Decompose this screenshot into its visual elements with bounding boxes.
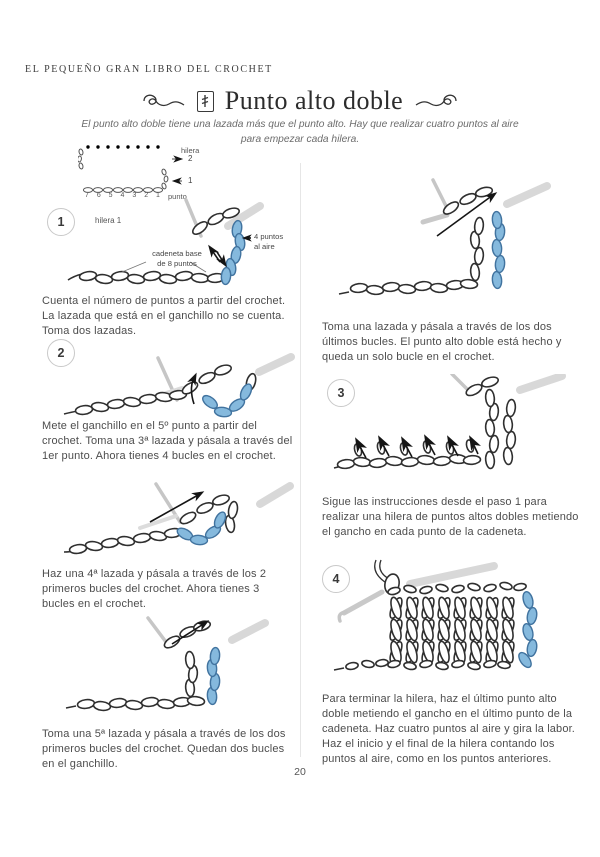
step-1-caption: hilera 1	[95, 216, 122, 225]
step-4-badge: 4	[322, 565, 350, 593]
yarn-loops	[177, 492, 240, 534]
step-3-badge: 3	[327, 379, 355, 407]
insert-arrows	[350, 431, 481, 459]
step-2b-text: Haz una 4ª lazada y pásala a través de l…	[42, 568, 267, 610]
chapter-title-row: Punto alto doble	[0, 85, 600, 117]
foundation-chain	[65, 695, 206, 713]
diagram-row2-number: 2	[188, 154, 193, 163]
crochet-hook	[138, 482, 294, 530]
step-4-illustration	[333, 559, 539, 672]
label-leader-lines	[121, 261, 207, 273]
flourish-left-ornament	[143, 94, 185, 107]
blue-stitches	[490, 210, 507, 290]
direction-arrow	[149, 487, 207, 523]
row-1-arrow	[171, 177, 182, 185]
step-1-text: Cuenta el número de puntos a partir del …	[42, 295, 286, 337]
stitch-symbol-icon	[196, 90, 214, 112]
blue-turning-chain	[219, 219, 247, 286]
step-4-text: Para terminar la hilera, haz el último p…	[322, 693, 576, 765]
diagram-punto-label: punto	[168, 192, 187, 201]
stitch-chart-diagram	[78, 144, 184, 193]
step-2-text: Mete el ganchillo en el 5º punto a parti…	[42, 420, 293, 462]
flourish-right-ornament	[415, 94, 457, 107]
blue-stitches	[205, 646, 222, 706]
blue-stitches	[199, 381, 255, 419]
stitch-column	[484, 388, 517, 470]
finish-stitch-text: Toma una lazada y pásala a través de los…	[322, 321, 562, 363]
double-treble-glyph	[202, 95, 209, 107]
stitch-column	[469, 216, 485, 282]
crochet-hook	[337, 562, 498, 623]
row-2-arrow	[172, 155, 184, 163]
step-2-badge: 2	[47, 339, 75, 367]
crochet-hook	[146, 616, 269, 644]
crochet-hook	[420, 178, 551, 225]
puntos-al-aire-label: 4 puntos al aire	[254, 232, 284, 251]
step-1-number: 1	[57, 215, 65, 229]
step-2-number: 2	[57, 346, 65, 360]
step-3-text: Sigue las instrucciones desde el paso 1 …	[322, 496, 579, 538]
page-number: 20	[294, 766, 306, 778]
diagram-row1-number: 1	[188, 176, 193, 185]
direction-arrows	[204, 242, 231, 270]
step-1-badge: 1	[47, 208, 75, 236]
foundation-chain	[338, 278, 479, 296]
aire-label-arrow	[241, 234, 252, 242]
step-4-number: 4	[332, 572, 340, 586]
foundation-chain	[333, 453, 482, 470]
direction-arrow	[187, 370, 201, 405]
step-1-illustration	[67, 198, 264, 286]
chain-tail	[333, 658, 390, 672]
direction-arrow	[436, 188, 500, 237]
stitch-column	[184, 650, 199, 698]
chapter-subtitle: El punto alto doble tiene una lazada más…	[81, 119, 519, 145]
diagram-stitch-numbers: 7 6 5 4 3 2 1	[85, 192, 163, 199]
column-divider	[300, 163, 301, 757]
step-2c-illustration	[65, 616, 269, 713]
step-3-illustration	[333, 374, 566, 470]
blue-edge-stitches	[515, 589, 539, 671]
running-head: EL PEQUEÑO GRAN LIBRO DEL CROCHET	[25, 64, 273, 75]
step-3-number: 3	[337, 386, 345, 400]
stitch-swatch	[386, 595, 518, 665]
step-2b-illustration	[63, 482, 294, 556]
finish-stitch-illustration	[338, 178, 551, 296]
step-2-illustration	[63, 353, 295, 419]
cadeneta-base-label: cadeneta base de 8 puntos	[152, 249, 202, 268]
step-2c-text: Toma una 5ª lazada y pásala a través de …	[42, 728, 286, 770]
direction-arrow	[171, 616, 212, 645]
foundation-chain	[67, 269, 226, 286]
foundation-chain	[63, 389, 188, 417]
page-title: Punto alto doble	[224, 86, 404, 115]
foundation-chain	[63, 526, 183, 556]
crochet-hook	[450, 374, 566, 394]
diagram-hilera-label: hilera	[181, 146, 200, 155]
